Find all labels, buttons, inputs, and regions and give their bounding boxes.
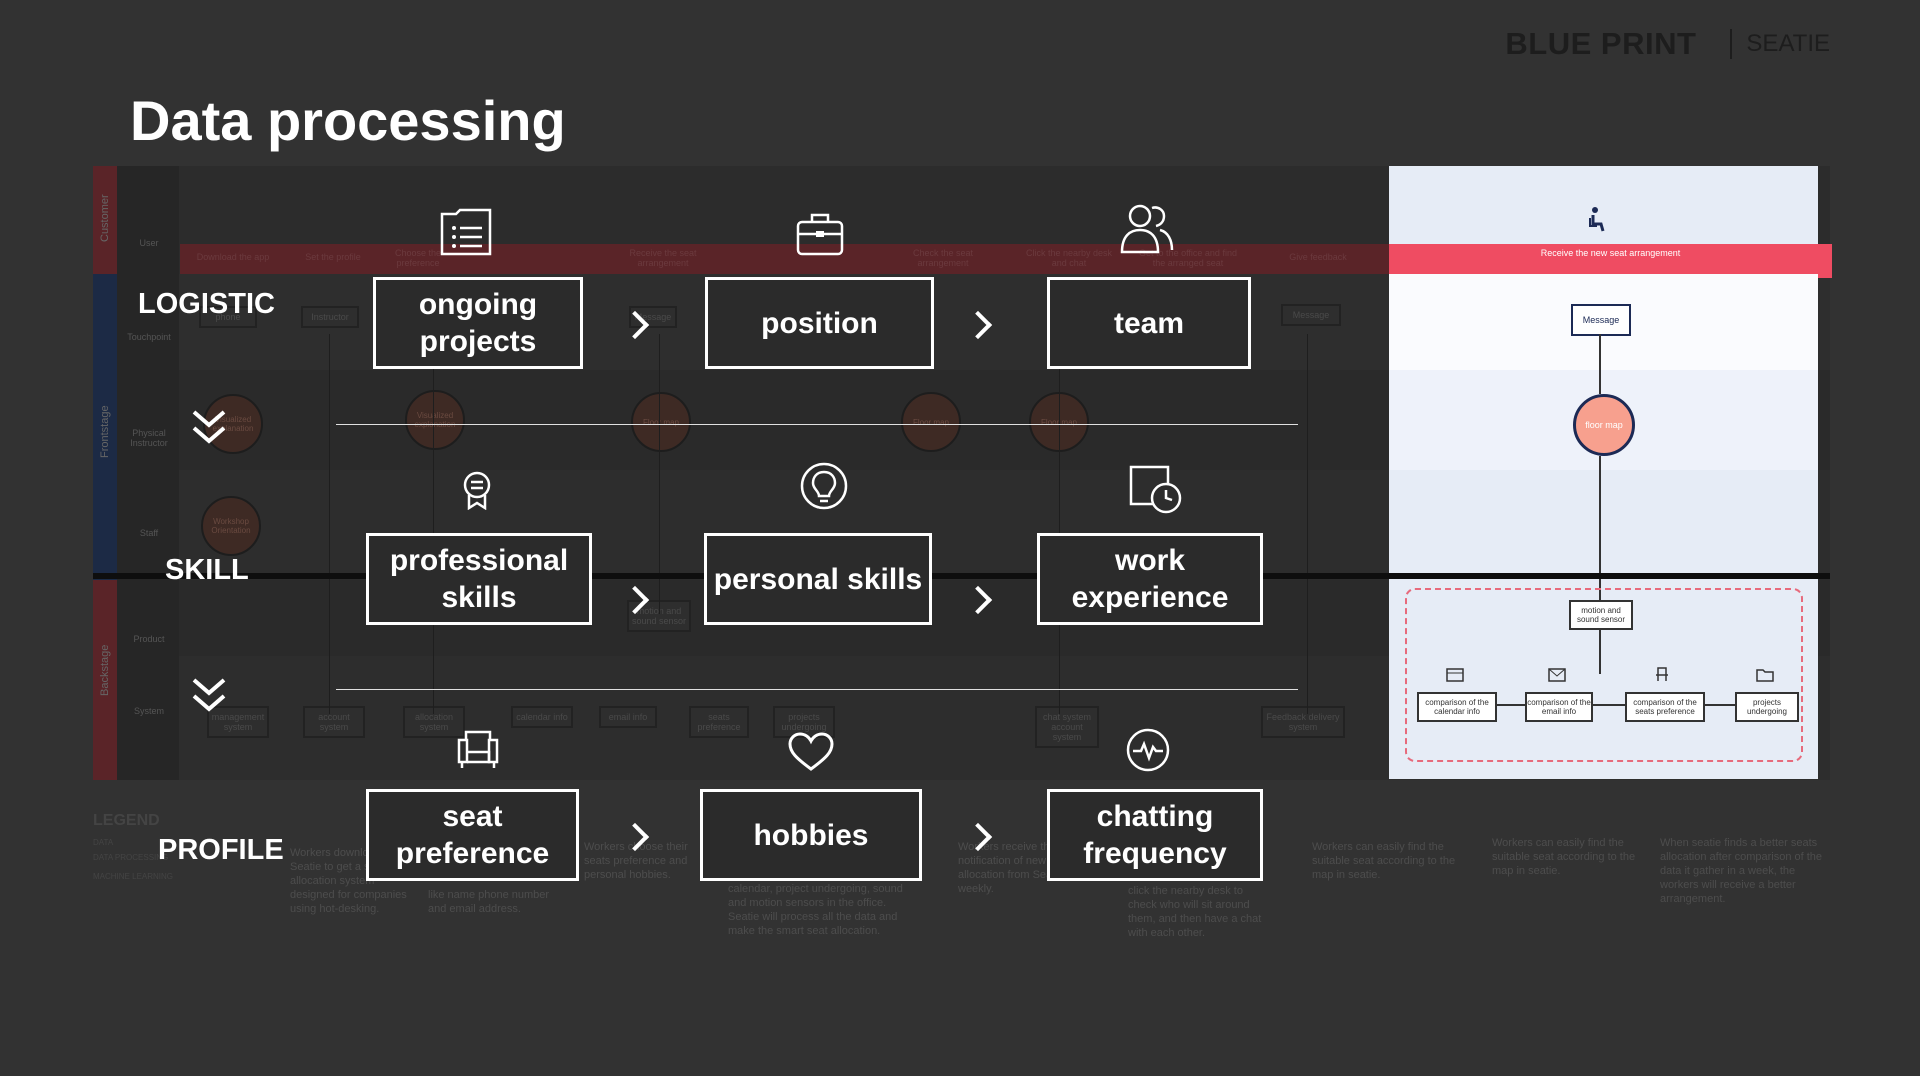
step-label: Receive the seat arrangement bbox=[629, 248, 697, 268]
note-text: like name phone number and email address… bbox=[428, 889, 550, 915]
step-label: Download the app bbox=[196, 252, 270, 262]
lane-row-staff: Staff bbox=[139, 528, 159, 538]
physical-circle: Visualized explanation bbox=[405, 390, 465, 450]
comparison-box: comparison of the email info bbox=[1525, 692, 1593, 722]
page-title: Data processing bbox=[130, 89, 566, 152]
system-box: projects undergoing bbox=[773, 706, 835, 738]
step-label: Set the profile bbox=[305, 252, 361, 262]
lane-column: Customer Frontstage Backstage User Touch… bbox=[93, 166, 179, 780]
pulse-icon bbox=[1126, 728, 1170, 777]
card-hobbies: hobbies bbox=[700, 789, 922, 881]
touchpoint-box: Instructor bbox=[301, 306, 359, 328]
legend-item: DATA bbox=[93, 838, 114, 847]
row-label-profile: PROFILE bbox=[158, 834, 284, 866]
legend: LEGEND DATA DATA PROCESSING MACHINE LEAR… bbox=[93, 812, 173, 881]
lane-row-product: Product bbox=[133, 634, 165, 644]
double-chevron-down-icon bbox=[191, 408, 227, 448]
legend-item: MACHINE LEARNING bbox=[93, 872, 174, 881]
system-box: Feedback delivery system bbox=[1261, 706, 1345, 738]
step-label: Click the nearby desk and chat bbox=[1025, 248, 1113, 268]
message-box: Message bbox=[1571, 304, 1631, 336]
lane-frontstage: Frontstage bbox=[99, 405, 111, 458]
highlight-panel: Receive the new seat arrangement Message… bbox=[1389, 166, 1832, 779]
seat-icon bbox=[1654, 666, 1670, 687]
legend-item: DATA PROCESSING bbox=[93, 853, 169, 862]
card-position: position bbox=[705, 277, 934, 369]
sensor-box: motion and sound sensor bbox=[1569, 600, 1633, 630]
lightbulb-icon bbox=[800, 462, 848, 519]
touchpoint-box: Message bbox=[629, 306, 677, 328]
physical-circle: Floor map bbox=[631, 392, 691, 452]
skill-divider bbox=[93, 573, 1830, 579]
briefcase-icon bbox=[796, 212, 844, 261]
card-ongoing-projects: ongoing projects bbox=[373, 277, 583, 369]
note-text: Workers receive the notification of new … bbox=[958, 841, 1070, 895]
card-work-experience: work experience bbox=[1037, 533, 1263, 625]
double-chevron-down-icon bbox=[191, 676, 227, 716]
row-label-skill: SKILL bbox=[165, 554, 249, 586]
card-professional-skills: professional skills bbox=[366, 533, 592, 625]
brand-product: SEATIE bbox=[1746, 30, 1830, 57]
lane-row-system: System bbox=[133, 706, 164, 716]
lane-row-user: User bbox=[139, 238, 159, 248]
lane-row-physical: Physical Instructor bbox=[130, 428, 168, 448]
card-chatting-frequency: chatting frequency bbox=[1047, 789, 1263, 881]
system-box: seats preference bbox=[689, 706, 749, 738]
row-connector-line bbox=[336, 424, 1298, 425]
clock-icon bbox=[1128, 464, 1182, 519]
legend-title: LEGEND bbox=[93, 812, 160, 829]
chair-icon bbox=[456, 728, 500, 775]
step-label: Choose the preference bbox=[394, 248, 442, 268]
step-label: Get to the office and find the arranged … bbox=[1139, 248, 1237, 268]
system-dashed-area bbox=[1405, 588, 1803, 762]
system-box: email info bbox=[599, 706, 657, 728]
brand: BLUE PRINT SEATIE bbox=[1505, 26, 1830, 62]
row-connector-line bbox=[336, 689, 1298, 690]
system-box: chat system account system bbox=[1035, 706, 1099, 748]
lane-backstage: Backstage bbox=[99, 644, 111, 696]
group-icon bbox=[1118, 202, 1174, 259]
seat-person-icon bbox=[1587, 206, 1609, 237]
note-text: Workers can easily find the suitable sea… bbox=[1312, 841, 1456, 881]
card-seat-preference: seat preference bbox=[366, 789, 579, 881]
card-team: team bbox=[1047, 277, 1251, 369]
comparison-box: projects undergoing bbox=[1735, 692, 1799, 722]
system-box: account system bbox=[303, 706, 365, 738]
brand-name: BLUE PRINT bbox=[1505, 26, 1697, 61]
step-label: Check the seat arrangement bbox=[912, 248, 974, 268]
note-text: When seatie finds a better seats allocat… bbox=[1660, 837, 1823, 905]
system-box: management system bbox=[207, 706, 269, 738]
note-text: Workers choose their seats preference an… bbox=[584, 841, 688, 881]
calendar-icon bbox=[1446, 666, 1464, 687]
physical-circle: Floor map bbox=[901, 392, 961, 452]
panel-header: Receive the new seat arrangement bbox=[1389, 244, 1832, 278]
system-box: calendar info bbox=[511, 706, 573, 728]
comparison-box: comparison of the calendar info bbox=[1417, 692, 1497, 722]
row-label-logistic: LOGISTIC bbox=[138, 288, 275, 320]
list-icon bbox=[440, 208, 492, 261]
staff-circle: Workshop Orientation bbox=[201, 496, 261, 556]
lane-row-touchpoint: Touchpoint bbox=[127, 332, 171, 342]
touchpoint-box: Message bbox=[1281, 304, 1341, 326]
lane-customer: Customer bbox=[99, 194, 111, 242]
folder-icon bbox=[1756, 668, 1774, 687]
badge-icon bbox=[460, 470, 494, 515]
mail-icon bbox=[1548, 668, 1566, 687]
system-box: allocation system bbox=[403, 706, 465, 738]
heart-icon bbox=[788, 732, 834, 777]
note-text: click the nearby desk to check who will … bbox=[1128, 885, 1262, 939]
touchpoint-box: phone bbox=[199, 306, 257, 328]
step-label: Give feedback bbox=[1289, 252, 1347, 262]
card-personal-skills: personal skills bbox=[704, 533, 932, 625]
note-text: Workers can easily find the suitable sea… bbox=[1492, 837, 1636, 877]
floor-map-circle: floor map bbox=[1573, 394, 1635, 456]
brand-divider bbox=[1730, 29, 1733, 59]
comparison-box: comparison of the seats preference bbox=[1625, 692, 1705, 722]
